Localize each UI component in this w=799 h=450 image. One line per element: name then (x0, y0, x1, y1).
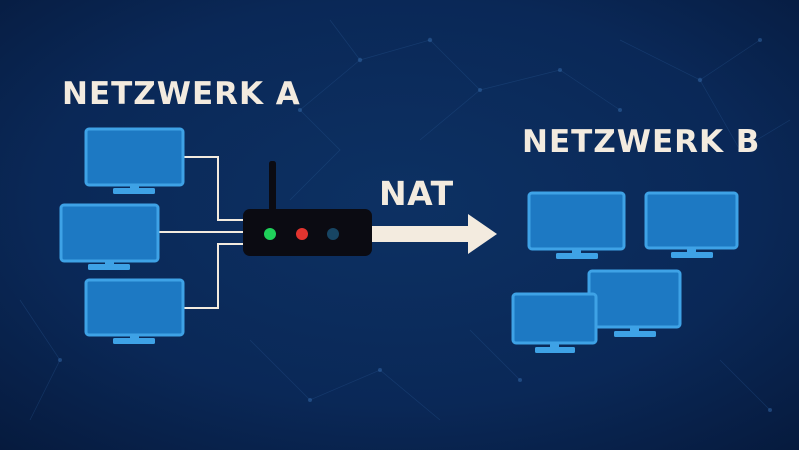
cable-top (183, 156, 243, 221)
monitor-icon (511, 292, 598, 353)
router-light-dark (327, 228, 339, 240)
monitor-icon (84, 127, 185, 194)
network-a-monitors (59, 127, 185, 344)
arrow-right-icon (372, 214, 497, 254)
cable-bottom (183, 243, 243, 309)
monitor-icon (527, 191, 626, 259)
monitor-icon (59, 203, 160, 270)
network-b-label: NETZWERK B (522, 124, 761, 160)
monitor-icon (644, 191, 739, 258)
background-nodes (58, 37, 772, 412)
monitor-icon (84, 278, 185, 344)
router-light-green (264, 228, 276, 240)
network-a-cables (158, 156, 243, 309)
router-light-red (296, 228, 308, 240)
network-a-label: NETZWERK A (62, 76, 301, 112)
background-mesh (19, 19, 791, 421)
nat-label: NAT (379, 174, 454, 213)
router-antenna (269, 161, 276, 211)
network-b-monitors (511, 191, 739, 353)
monitor-icon (587, 269, 682, 337)
router-icon (243, 161, 372, 256)
